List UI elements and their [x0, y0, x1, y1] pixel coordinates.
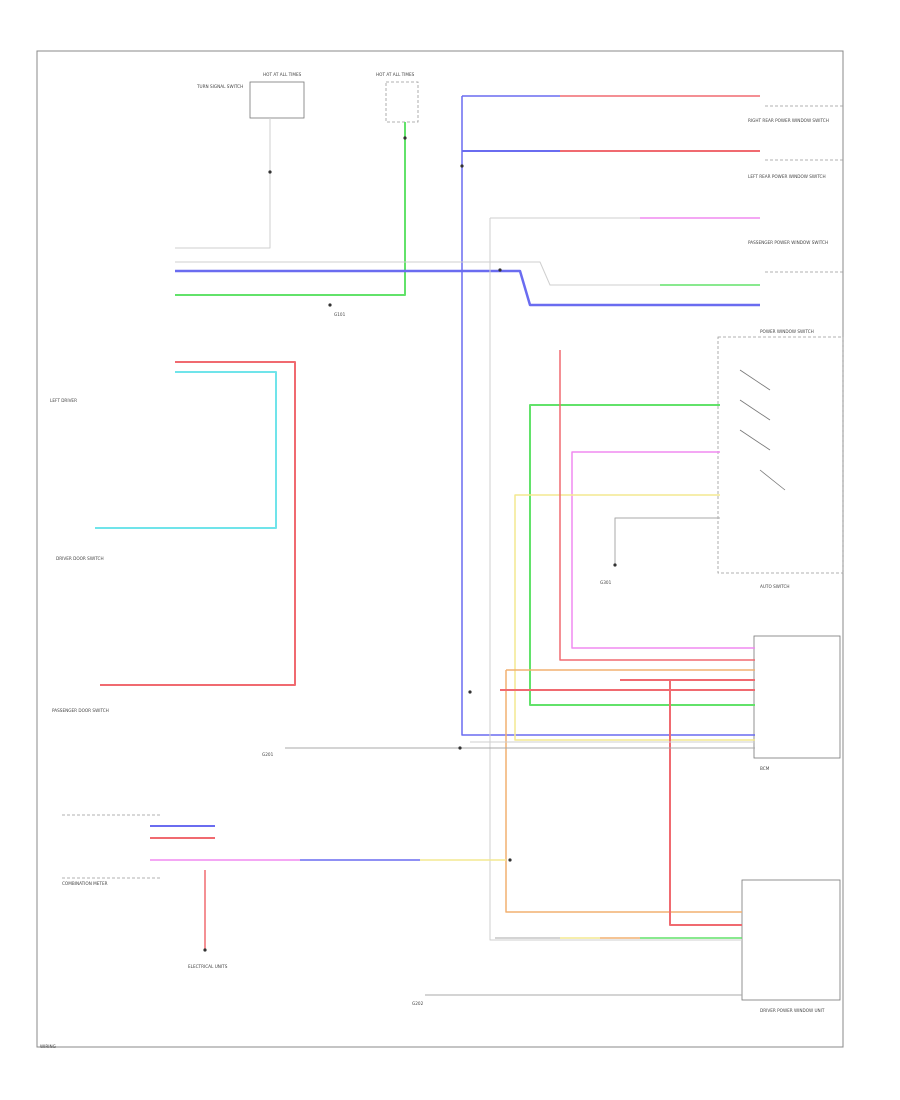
dot-ground-1	[328, 303, 332, 307]
bcm-label: BCM	[760, 766, 770, 771]
electrical-units-label: ELECTRICAL UNITS	[188, 964, 228, 969]
passenger-door-switch-label: PASSENGER DOOR SWITCH	[52, 708, 109, 713]
wire-yellow-window-switch	[514, 494, 755, 741]
wire-green-window-switch	[529, 404, 755, 706]
turn-signal-switch-box	[249, 81, 305, 119]
wire-green-hot-fuse	[175, 122, 406, 296]
ground-3-label: G201	[262, 752, 274, 757]
wire-gray-window-ground	[614, 517, 720, 565]
turn-signal-switch-label: TURN SIGNAL SWITCH	[196, 84, 243, 89]
wire-blue-main	[461, 96, 755, 736]
switch-contact-1	[739, 369, 771, 391]
switch-contact-4	[759, 469, 786, 491]
wire-red-driver-door	[100, 361, 296, 686]
wire-red-bcm-vertical	[559, 350, 755, 661]
hot-at-all-times-2-label: HOT AT ALL TIMES	[376, 72, 415, 77]
ground-4-label: G202	[412, 1001, 424, 1006]
hot-fuse-box	[385, 81, 419, 123]
passenger-power-window-label: PASSENGER POWER WINDOW SWITCH	[748, 240, 828, 245]
wire-orange-vertical	[505, 670, 742, 913]
footer-label: WIRING	[40, 1044, 56, 1049]
ground-2-label: G301	[600, 580, 612, 585]
dot-hot-fuse	[403, 136, 407, 140]
wire-gray-turn-signal	[175, 118, 271, 249]
switch-contact-3	[739, 429, 771, 451]
wire-gray-passenger-vertical	[489, 218, 742, 941]
left-driver-label: LEFT DRIVER	[50, 398, 77, 403]
dot-bcm-junction	[468, 690, 472, 694]
wire-gray-passenger-top	[175, 261, 660, 286]
auto-switch-label: AUTO SWITCH	[760, 584, 790, 589]
wire-pink-window-switch	[571, 451, 755, 649]
wire-blue-passenger	[175, 269, 760, 307]
bcm-box	[753, 635, 841, 759]
right-rear-power-window-label: RIGHT REAR POWER WINDOW SWITCH	[748, 118, 829, 123]
dot-meter-ground	[203, 948, 207, 952]
hot-at-all-times-1-label: HOT AT ALL TIMES	[263, 72, 302, 77]
dot-meter-bus	[508, 858, 512, 862]
driver-power-window-unit-box	[741, 879, 841, 1001]
dot-blue-junction	[460, 164, 464, 168]
wires-group	[95, 95, 760, 996]
driver-power-window-unit-label: DRIVER POWER WINDOW UNIT	[760, 1008, 825, 1013]
dot-ground-bcm	[458, 746, 462, 750]
power-window-switch-box	[717, 336, 844, 574]
ground-1-label: G101	[334, 312, 346, 317]
dot-window-ground	[613, 563, 617, 567]
diagram-frame	[36, 50, 844, 1048]
dot-turn-signal	[268, 170, 272, 174]
power-window-switch-label: POWER WINDOW SWITCH	[760, 329, 814, 334]
switch-contact-2	[739, 399, 771, 421]
left-rear-power-window-label: LEFT REAR POWER WINDOW SWITCH	[748, 174, 826, 179]
driver-door-switch-label: DRIVER DOOR SWITCH	[56, 556, 104, 561]
combination-meter-label: COMBINATION METER	[62, 881, 108, 886]
dot-passenger-junction	[498, 268, 502, 272]
wire-red-long-down	[669, 680, 742, 926]
wire-cyan-driver-door	[95, 371, 277, 529]
